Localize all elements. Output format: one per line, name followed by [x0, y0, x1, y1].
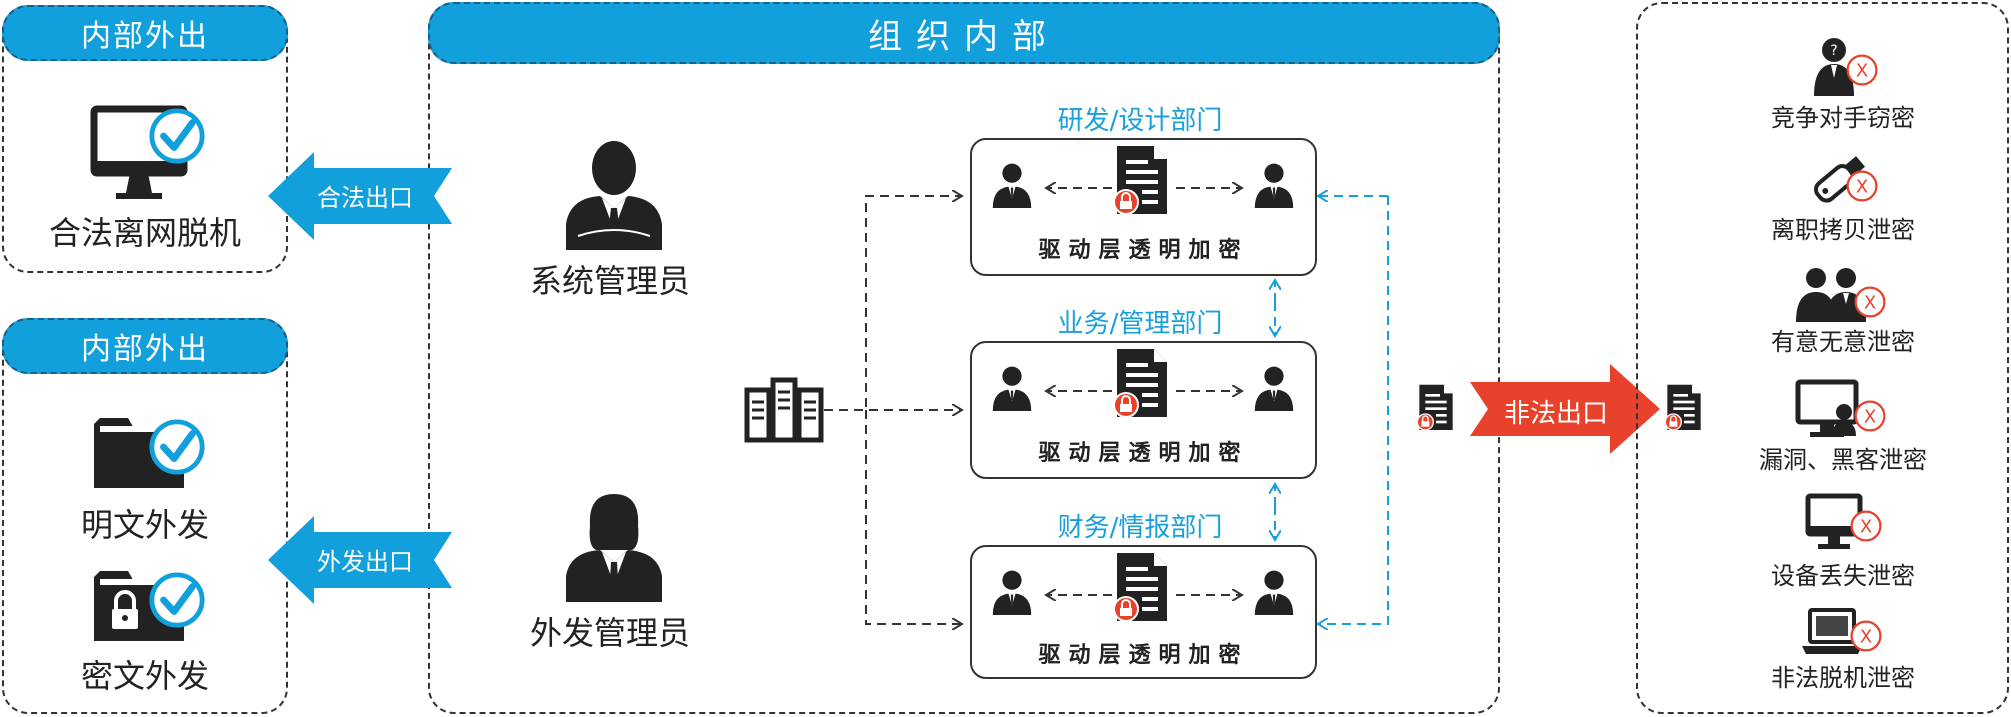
send-exit-label: 外发出口 — [317, 548, 413, 576]
department-label-business: 业务/管理部门 — [1057, 309, 1223, 339]
send-exit-arrow — [268, 516, 452, 604]
left-top-header: 内部外出 — [2, 5, 288, 61]
risk-label-device-loss: 设备丢失泄密 — [1771, 562, 1915, 590]
leaked-document-icon — [1416, 384, 1454, 431]
laptop-icon — [1802, 608, 1882, 654]
risk-label-intentional: 有意无意泄密 — [1771, 328, 1915, 356]
spy-person-icon: ? — [1814, 38, 1878, 96]
illegal-exit-label: 非法出口 — [1503, 399, 1608, 429]
left-bottom-header: 内部外出 — [2, 318, 288, 374]
computer-icon — [1805, 493, 1882, 549]
department-label-finance: 财务/情报部门 — [1057, 513, 1223, 543]
department-label-rd: 研发/设计部门 — [1057, 106, 1223, 136]
driver-label-business: 驱动层透明加密 — [1038, 440, 1249, 466]
svg-text:?: ? — [1830, 43, 1837, 59]
legal-exit-label: 合法出口 — [317, 184, 413, 212]
two-people-icon — [1796, 268, 1886, 322]
risk-label-hacker: 漏洞、黑客泄密 — [1759, 446, 1927, 474]
risk-label-competitor: 竞争对手窃密 — [1771, 104, 1915, 132]
folder-lock-icon — [94, 571, 215, 641]
system-admin-icon — [566, 141, 662, 250]
risk-label-resignation: 离职拷贝泄密 — [1771, 216, 1915, 244]
dept-rd-diagram — [992, 146, 1294, 215]
risk-label-illegal-offline: 非法脱机泄密 — [1771, 664, 1915, 692]
left-top-caption: 合法离网脱机 — [48, 214, 241, 252]
outgoing-admin-label: 外发管理员 — [529, 614, 690, 652]
risk-panel — [1636, 2, 2009, 714]
driver-label-finance: 驱动层透明加密 — [1038, 642, 1249, 668]
monitor-icon — [90, 105, 215, 199]
legal-exit-arrow — [268, 152, 452, 240]
usb-drive-icon — [1813, 156, 1878, 203]
folder-check-icon — [94, 418, 215, 488]
server-icon — [744, 377, 824, 443]
system-admin-label: 系统管理员 — [529, 262, 690, 300]
hacker-monitor-icon — [1795, 379, 1886, 437]
cipher-send-caption: 密文外发 — [80, 657, 209, 695]
outgoing-admin-icon — [566, 494, 662, 602]
plain-send-caption: 明文外发 — [80, 506, 209, 544]
dept-finance-diagram — [992, 553, 1294, 622]
illegal-exit-arrow — [1470, 364, 1660, 454]
driver-label-rd: 驱动层透明加密 — [1038, 237, 1249, 263]
dept-business-diagram — [992, 349, 1294, 418]
organization-header: 组织内部 — [428, 2, 1500, 64]
